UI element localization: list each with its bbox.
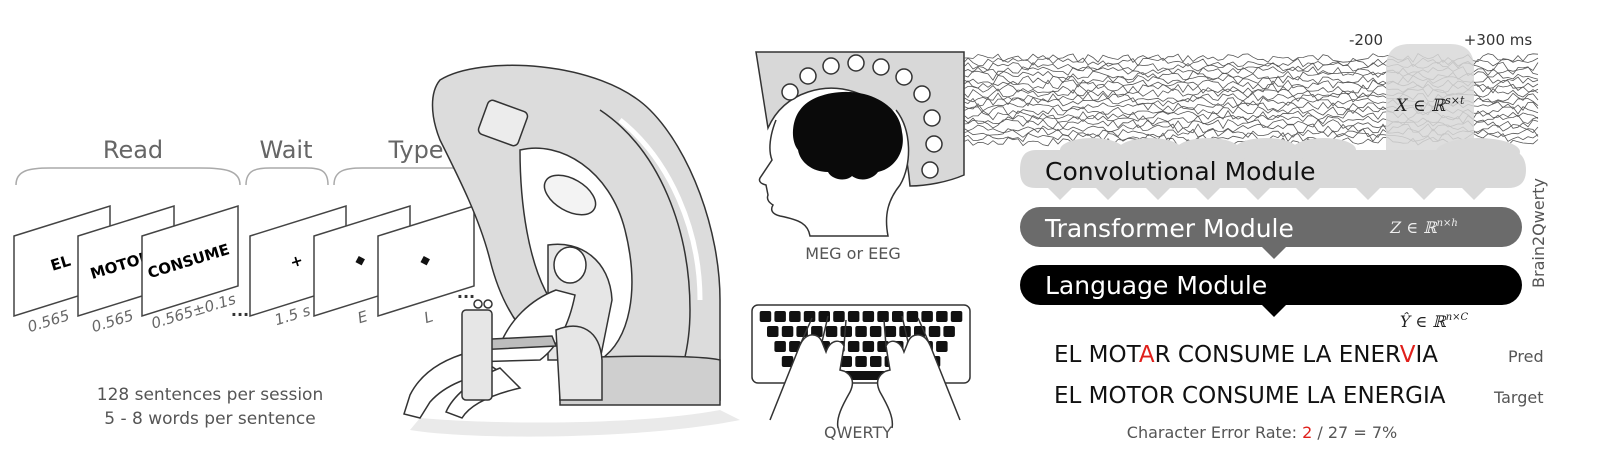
keyboard-key [840, 356, 852, 367]
brace-wait [245, 167, 329, 186]
conv-module-label: Convolutional Module [1045, 157, 1315, 186]
session-sentences-text: 128 sentences per session [97, 385, 323, 405]
phase-type-label: Type [387, 136, 443, 164]
keyboard-key [884, 326, 897, 337]
keyboard-key [921, 311, 933, 322]
ellipsis-type: ... [457, 283, 475, 302]
convolutional-module: Convolutional Module [1020, 138, 1526, 200]
qwerty-label: QWERTY [824, 423, 892, 442]
qwerty-keyboard-illustration: QWERTY [751, 304, 971, 442]
keyboard-key [833, 311, 845, 322]
cer-prefix: Character Error Rate: [1127, 423, 1302, 442]
meg-eeg-label: MEG or EEG [805, 244, 900, 263]
conv-bumps [1048, 138, 1520, 200]
keyboard-key [789, 311, 801, 322]
pred-segment: EL MOT [1054, 342, 1142, 368]
ellipsis-read: ... [231, 301, 249, 320]
card-key-label: E [355, 307, 370, 327]
keyboard-key [869, 326, 882, 337]
phase-read-label: Read [103, 136, 163, 164]
session-words-text: 5 - 8 words per sentence [104, 409, 315, 429]
keyboard-key [870, 356, 882, 367]
pred-segment: IA [1416, 342, 1439, 368]
keyboard-key [774, 341, 786, 352]
transformer-module-label: Transformer Module [1044, 214, 1294, 243]
keyboard-key [862, 311, 875, 322]
keyboard-key [943, 326, 955, 337]
keyboard-key [803, 311, 816, 322]
keyboard-key [928, 326, 941, 337]
z-formula: Z ∈ ℝn×h [1389, 218, 1458, 237]
time-start-label: -200 [1349, 31, 1383, 49]
card-word: EL [48, 252, 73, 275]
pred-tag: Pred [1508, 347, 1544, 366]
keyboard-key [781, 356, 794, 367]
brain2qwerty-side-label: Brain2Qwerty [1529, 178, 1548, 288]
pred-segment: R CONSUME LA ENER [1155, 342, 1401, 368]
keyboard-key [862, 341, 875, 352]
keyboard-key [906, 311, 919, 322]
language-module-label: Language Module [1045, 271, 1267, 300]
pred-error-segment: V [1400, 342, 1416, 368]
cer-errors: 2 [1302, 423, 1312, 442]
meg-scanner-illustration [403, 64, 740, 437]
keyboard-key [855, 326, 867, 337]
keyboard-key [892, 311, 904, 322]
keyboard-key [855, 356, 867, 367]
meg-eeg-head-illustration: MEG or EEG [755, 51, 965, 263]
time-end-label: +300 ms [1464, 31, 1533, 49]
phase-wait-label: Wait [260, 136, 313, 164]
keyboard-key [781, 326, 794, 337]
keyboard-key [847, 341, 860, 352]
card-key-l [377, 204, 475, 318]
language-module: Language Module [1020, 265, 1522, 317]
target-sentence: EL MOTOR CONSUME LA ENERGIA [1054, 383, 1446, 409]
card-consume: CONSUME [141, 204, 239, 318]
keyboard-key [877, 311, 889, 322]
cer-rest: / 27 = 7% [1312, 423, 1397, 442]
y-hat-formula: Ŷ ∈ ℝn×C [1400, 311, 1469, 331]
character-error-rate: Character Error Rate: 2 / 27 = 7% [1127, 423, 1397, 442]
transformer-module: Transformer Module Z ∈ ℝn×h [1020, 207, 1522, 259]
x-formula: X ∈ ℝs×t [1394, 94, 1465, 116]
pred-error-segment: A [1139, 342, 1155, 368]
target-tag: Target [1493, 388, 1544, 407]
prediction-sentence: EL MOTAR CONSUME LA ENERVIA [1054, 342, 1438, 368]
keyboard-key [847, 311, 860, 322]
keyboard-key [936, 311, 948, 322]
keyboard-key [950, 311, 963, 322]
paradigm-panel: Read Wait Type EL MOTOR CONSUME + [13, 136, 501, 429]
keyboard-key [936, 341, 948, 352]
brace-read [15, 167, 241, 186]
card-word: + [288, 251, 305, 272]
keyboard-key [767, 326, 779, 337]
keyboard-key [759, 311, 772, 322]
keyboard-key [825, 326, 838, 337]
keyboard-key [774, 311, 786, 322]
keyboard-key [840, 326, 852, 337]
card-key-label: L [422, 307, 435, 327]
